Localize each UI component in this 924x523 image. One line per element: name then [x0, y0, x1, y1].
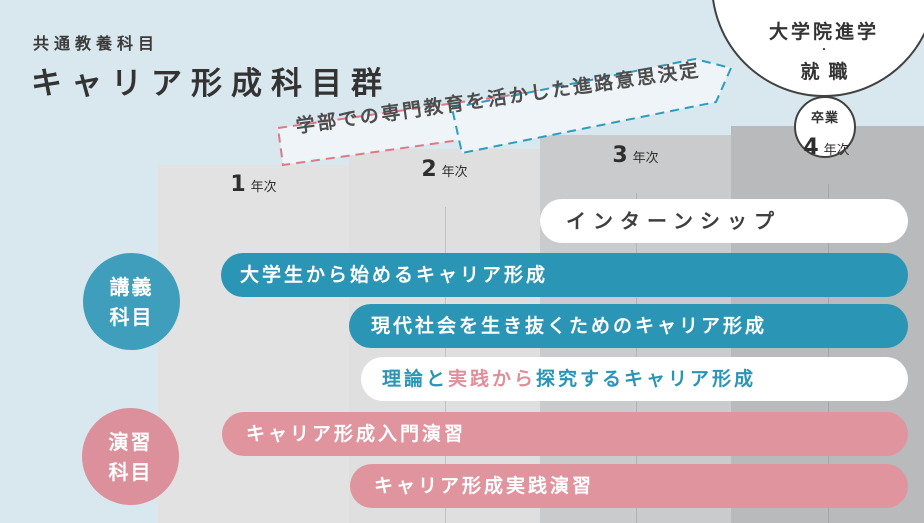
course-bar-seminar-intro: キャリア形成入門演習	[222, 412, 908, 456]
outcome-label: 大学院進学 ・ 就職	[724, 17, 924, 84]
practice-segment: 実践から	[448, 368, 537, 390]
theory-segment: 理論と	[382, 368, 449, 390]
graduation-circle: 卒業	[794, 96, 856, 158]
course-bar-career-start: 大学生から始めるキャリア形成	[221, 253, 908, 297]
graduation-label: 卒業	[810, 111, 839, 126]
outcome-line1: 大学院進学	[768, 21, 879, 43]
lecture-subjects-badge: 講義 科目	[83, 253, 180, 350]
outcome-separator: ・	[819, 45, 829, 56]
course-bar-internship: インターンシップ	[540, 199, 908, 243]
page-title: キャリア形成科目群	[31, 66, 391, 102]
outcome-line2: 就職	[800, 61, 857, 83]
explore-segment: 探究するキャリア形成	[536, 368, 757, 390]
semester-divider	[827, 184, 829, 523]
course-bar-career-modern-society: 現代社会を生き抜くためのキャリア形成	[349, 304, 908, 348]
course-bar-seminar-practice: キャリア形成実践演習	[350, 464, 908, 508]
category-label: 共通教養科目	[33, 34, 160, 53]
course-bar-career-theory-practice: 理論と実践から探究するキャリア形成	[361, 357, 908, 401]
seminar-subjects-badge: 演習 科目	[82, 408, 179, 505]
year-column-1	[158, 165, 349, 523]
